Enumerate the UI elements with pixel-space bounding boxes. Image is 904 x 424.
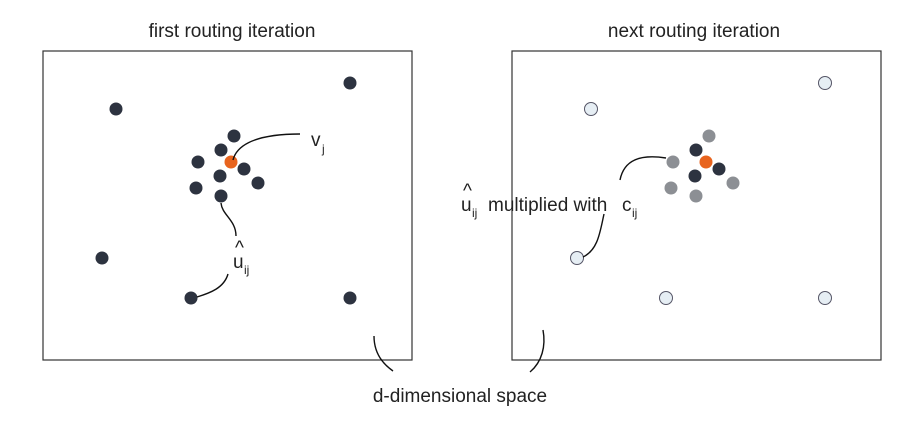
point-dark (689, 143, 703, 157)
right-panel-title: next routing iteration (608, 21, 780, 42)
space-caption: d-dimensional space (373, 386, 547, 407)
svg-text:u: u (461, 195, 472, 216)
svg-text:multiplied with: multiplied with (488, 195, 607, 216)
left-panel-title: first routing iteration (149, 21, 316, 42)
point-dark (213, 169, 227, 183)
left-panel-frame (42, 50, 413, 361)
caption-connector-left (373, 335, 394, 372)
svg-text:v: v (311, 130, 321, 151)
svg-text:ij: ij (244, 263, 249, 277)
v-connector-line (232, 133, 301, 161)
u-hat-ij-label: ^ u ij (233, 238, 249, 277)
point-dark (95, 251, 109, 265)
u-connector-line-bottom (196, 273, 229, 298)
point-dark (237, 162, 251, 176)
point-dark (343, 76, 357, 90)
point-grey (689, 189, 703, 203)
svg-text:u: u (233, 252, 244, 273)
svg-text:j: j (321, 142, 325, 156)
caption-connector-right (529, 329, 545, 373)
right-panel-points (570, 76, 832, 305)
point-dark (189, 181, 203, 195)
point-light (818, 291, 832, 305)
left-panel-points (95, 76, 357, 305)
point-dark (214, 189, 228, 203)
point-dark (191, 155, 205, 169)
point-light (584, 102, 598, 116)
output-point-v (699, 155, 713, 169)
svg-text:^: ^ (235, 238, 244, 259)
output-point-v (224, 155, 238, 169)
point-dark (688, 169, 702, 183)
v-j-label: v j (311, 130, 325, 156)
point-dark (712, 162, 726, 176)
svg-text:ij: ij (472, 206, 477, 220)
u-connector-line-top (220, 202, 237, 237)
point-light (818, 76, 832, 90)
point-grey (666, 155, 680, 169)
point-light (570, 251, 584, 265)
point-dark (343, 291, 357, 305)
svg-text:ij: ij (632, 206, 637, 220)
point-dark (251, 176, 265, 190)
weighted-u-connector-bottom (582, 213, 605, 258)
weighted-u-connector-top (619, 156, 667, 181)
svg-text:^: ^ (463, 181, 472, 202)
point-grey (664, 181, 678, 195)
point-dark (184, 291, 198, 305)
point-grey (702, 129, 716, 143)
point-dark (214, 143, 228, 157)
point-dark (109, 102, 123, 116)
point-grey (726, 176, 740, 190)
point-dark (227, 129, 241, 143)
u-hat-ij-multiplied-label: ^ u ij multiplied with c ij (461, 181, 637, 220)
point-light (659, 291, 673, 305)
right-panel-frame (511, 50, 882, 361)
svg-text:c: c (622, 195, 632, 216)
